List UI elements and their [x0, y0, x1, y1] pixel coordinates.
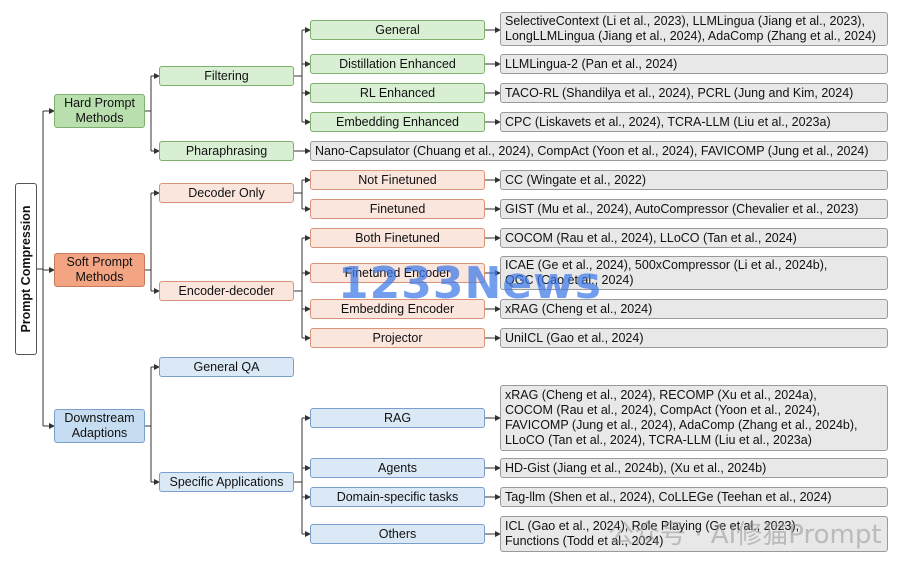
- watermark-secondary: 公众号 · AI修猫Prompt: [608, 520, 882, 550]
- node-paraphrasing: Pharaphrasing: [159, 141, 294, 161]
- node-rl-enhanced: RL Enhanced: [310, 83, 485, 103]
- node-both-finetuned: Both Finetuned: [310, 228, 485, 248]
- leaf-general: SelectiveContext (Li et al., 2023), LLML…: [500, 12, 888, 46]
- leaf-others: ICL (Gao et al., 2024), Role Playing (Ge…: [500, 516, 888, 552]
- node-agents: Agents: [310, 458, 485, 478]
- leaf-finetuned: GIST (Mu et al., 2024), AutoCompressor (…: [500, 199, 888, 219]
- leaf-paraphrasing: Nano-Capsulator (Chuang et al., 2024), C…: [310, 141, 888, 161]
- leaf-domain-specific: Tag-llm (Shen et al., 2024), CoLLEGe (Te…: [500, 487, 888, 507]
- leaf-projector: UniICL (Gao et al., 2024): [500, 328, 888, 348]
- watermark-text: 1233News: [338, 258, 602, 309]
- root-node: Prompt Compression: [15, 183, 37, 355]
- node-encoder-decoder: Encoder-decoder: [159, 281, 294, 301]
- node-filtering: Filtering: [159, 66, 294, 86]
- leaf-finetuned-encoder: ICAE (Ge et al., 2024), 500xCompressor (…: [500, 256, 888, 290]
- node-finetuned-encoder: Finetuned Encoder: [310, 263, 485, 283]
- leaf-embedding-encoder: xRAG (Cheng et al., 2024): [500, 299, 888, 319]
- node-general-qa: General QA: [159, 357, 294, 377]
- node-soft-prompt: Soft Prompt Methods: [54, 253, 145, 287]
- node-rag: RAG: [310, 408, 485, 428]
- node-not-finetuned: Not Finetuned: [310, 170, 485, 190]
- root-label: Prompt Compression: [19, 205, 33, 333]
- leaf-not-finetuned: CC (Wingate et al., 2022): [500, 170, 888, 190]
- node-projector: Projector: [310, 328, 485, 348]
- leaf-agents: HD-Gist (Jiang et al., 2024b), (Xu et al…: [500, 458, 888, 478]
- leaf-rag: xRAG (Cheng et al., 2024), RECOMP (Xu et…: [500, 385, 888, 451]
- leaf-both-finetuned: COCOM (Rau et al., 2024), LLoCO (Tan et …: [500, 228, 888, 248]
- node-finetuned: Finetuned: [310, 199, 485, 219]
- node-hard-prompt: Hard Prompt Methods: [54, 94, 145, 128]
- leaf-rl-enhanced: TACO-RL (Shandilya et al., 2024), PCRL (…: [500, 83, 888, 103]
- node-general: General: [310, 20, 485, 40]
- node-downstream: Downstream Adaptions: [54, 409, 145, 443]
- node-embedding-encoder: Embedding Encoder: [310, 299, 485, 319]
- node-decoder-only: Decoder Only: [159, 183, 294, 203]
- node-distillation: Distillation Enhanced: [310, 54, 485, 74]
- node-embedding-enhanced: Embedding Enhanced: [310, 112, 485, 132]
- node-specific-applications: Specific Applications: [159, 472, 294, 492]
- node-others: Others: [310, 524, 485, 544]
- node-domain-specific: Domain-specific tasks: [310, 487, 485, 507]
- leaf-embedding-enhanced: CPC (Liskavets et al., 2024), TCRA-LLM (…: [500, 112, 888, 132]
- leaf-distillation: LLMLingua-2 (Pan et al., 2024): [500, 54, 888, 74]
